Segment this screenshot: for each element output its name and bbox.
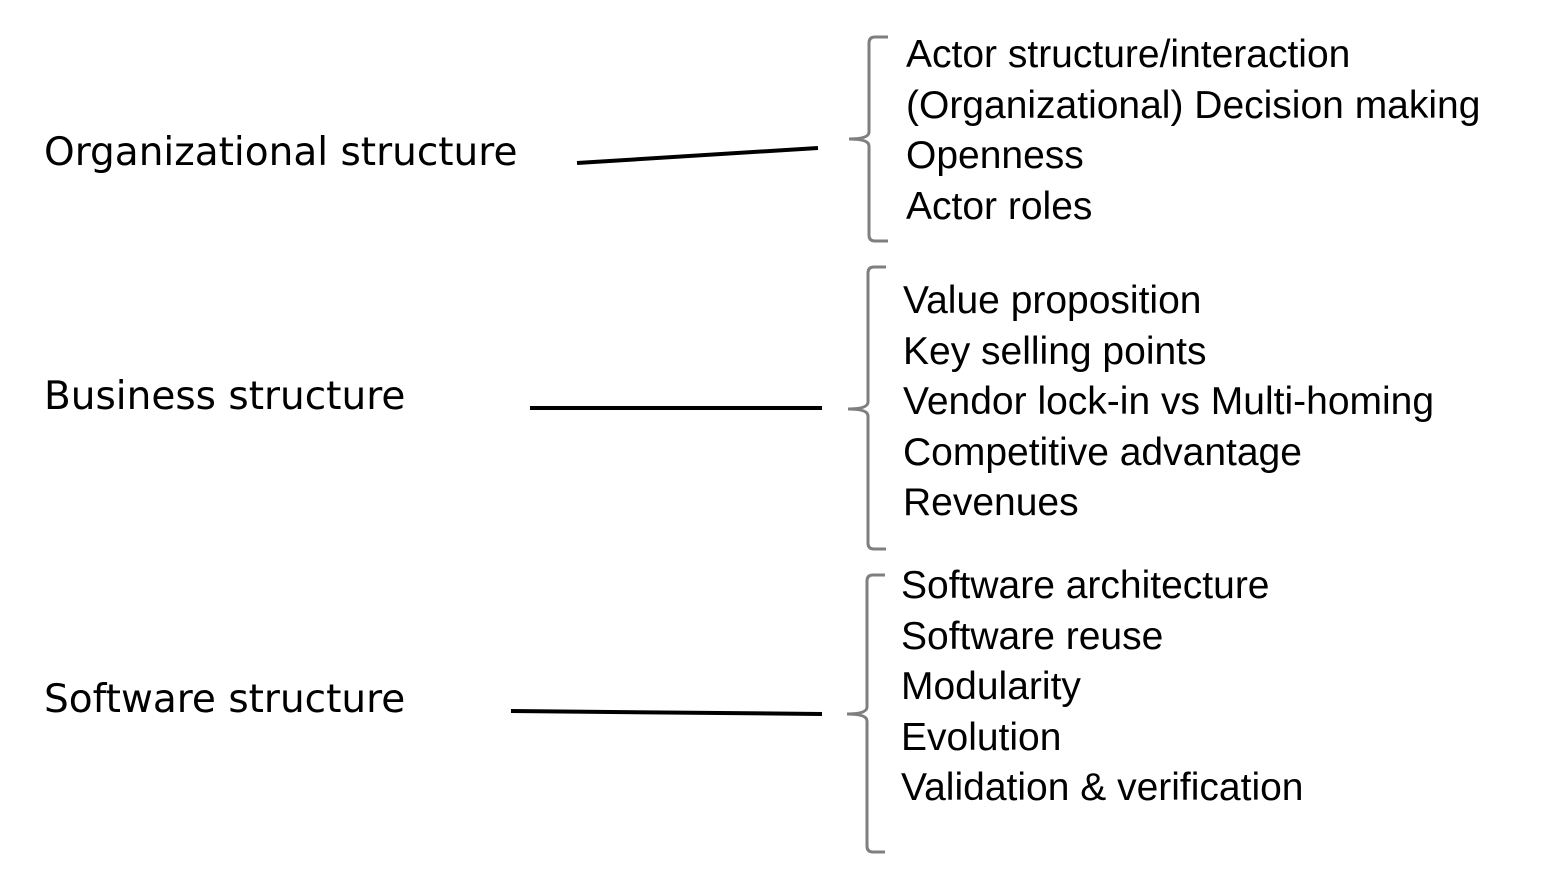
- category-label-organizational-structure: Organizational structure: [44, 130, 518, 175]
- connector-line-organizational: [576, 146, 819, 165]
- bracket-organizational: [848, 35, 888, 243]
- item-list-software: Software architecture Software reuse Mod…: [901, 561, 1304, 814]
- item-list-organizational: Actor structure/interaction (Organizatio…: [906, 30, 1480, 232]
- item-list-business: Value proposition Key selling points Ven…: [903, 276, 1434, 529]
- list-item: Competitive advantage: [903, 430, 1302, 474]
- category-label-business-structure: Business structure: [44, 374, 406, 419]
- list-item: Evolution: [901, 715, 1062, 759]
- list-item: Openness: [906, 134, 1084, 178]
- connector-line-software: [510, 709, 823, 716]
- list-item: (Organizational) Decision making: [906, 83, 1481, 127]
- list-item: Software architecture: [901, 564, 1270, 607]
- list-item: Validation & verification: [901, 766, 1304, 810]
- list-item: Actor structure/interaction: [906, 33, 1351, 76]
- list-item: Revenues: [903, 481, 1079, 525]
- list-item: Modularity: [901, 665, 1081, 709]
- bracket-business: [847, 265, 886, 551]
- list-item: Key selling points: [903, 329, 1207, 373]
- category-label-software-structure: Software structure: [44, 677, 406, 722]
- bracket-software: [846, 573, 885, 854]
- list-item: Actor roles: [906, 184, 1093, 228]
- list-item: Vendor lock-in vs Multi-homing: [903, 380, 1435, 424]
- list-item: Software reuse: [901, 614, 1164, 658]
- list-item: Value proposition: [903, 279, 1202, 322]
